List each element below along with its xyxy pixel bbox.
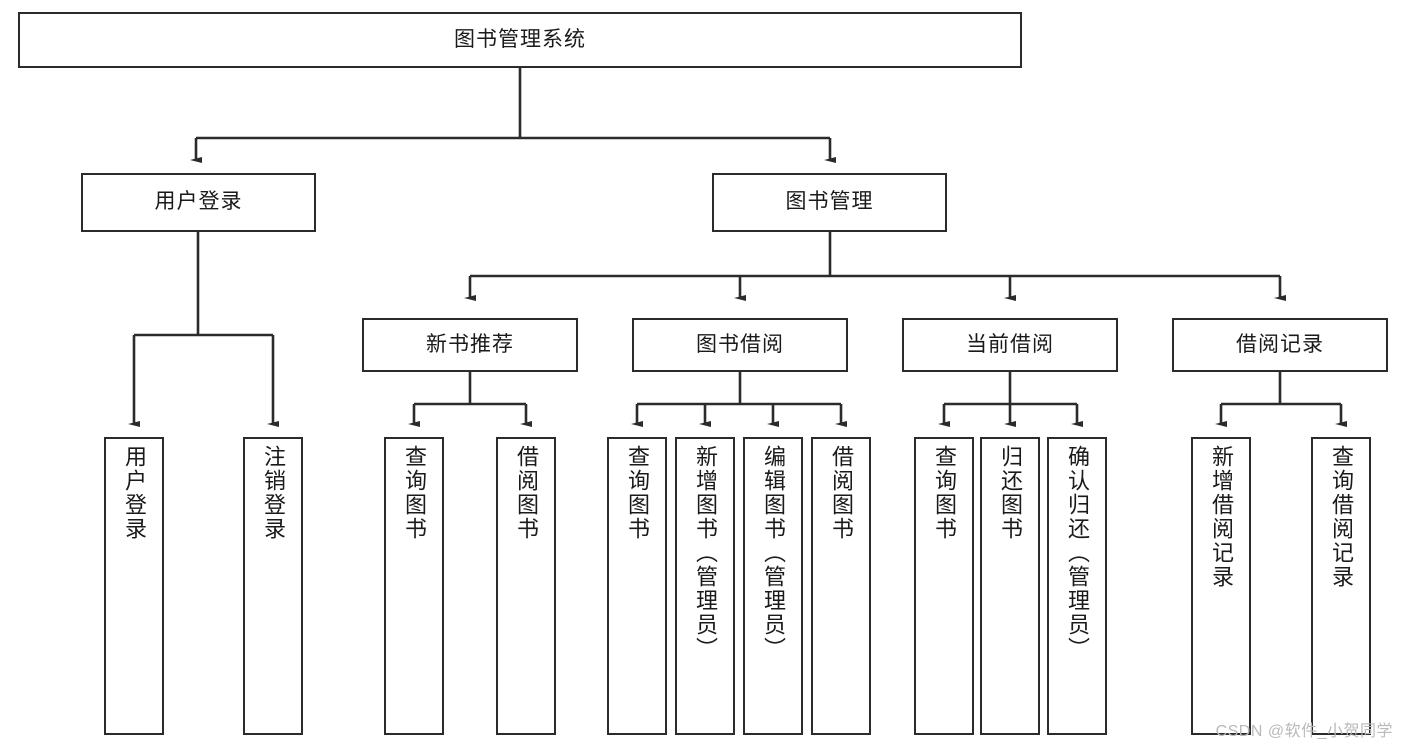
- leaf-user-login-logout-label: 注销登录: [261, 445, 286, 541]
- leaf-borrow-borrow-book[interactable]: 借阅图书: [811, 437, 871, 735]
- leaf-current-return[interactable]: 归还图书: [980, 437, 1040, 735]
- leaf-current-query-label: 查询图书: [932, 445, 957, 541]
- leaf-new-book-borrow-label: 借阅图书: [514, 445, 539, 541]
- leaf-borrow-add-book-label: 新增图书（管理员）: [693, 445, 718, 661]
- leaf-record-add[interactable]: 新增借阅记录: [1191, 437, 1251, 735]
- node-root[interactable]: 图书管理系统: [18, 12, 1022, 68]
- node-root-label: 图书管理系统: [454, 27, 586, 51]
- node-current-borrow[interactable]: 当前借阅: [902, 318, 1118, 372]
- node-book-borrow[interactable]: 图书借阅: [632, 318, 848, 372]
- node-borrow-record-label: 借阅记录: [1236, 332, 1324, 356]
- leaf-borrow-query-label: 查询图书: [625, 445, 650, 541]
- node-current-borrow-label: 当前借阅: [966, 332, 1054, 356]
- leaf-new-book-query[interactable]: 查询图书: [384, 437, 444, 735]
- leaf-current-query[interactable]: 查询图书: [914, 437, 974, 735]
- leaf-current-confirm-return[interactable]: 确认归还（管理员）: [1047, 437, 1107, 735]
- leaf-user-login-logout[interactable]: 注销登录: [243, 437, 303, 735]
- leaf-current-confirm-return-label: 确认归还（管理员）: [1065, 445, 1090, 661]
- node-user-login-label: 用户登录: [154, 190, 243, 214]
- leaf-borrow-add-book[interactable]: 新增图书（管理员）: [675, 437, 735, 735]
- node-borrow-record[interactable]: 借阅记录: [1172, 318, 1388, 372]
- node-book-management[interactable]: 图书管理: [712, 173, 947, 232]
- leaf-borrow-edit-book-label: 编辑图书（管理员）: [761, 445, 786, 661]
- node-new-book-recommend[interactable]: 新书推荐: [362, 318, 578, 372]
- leaf-borrow-edit-book[interactable]: 编辑图书（管理员）: [743, 437, 803, 735]
- leaf-borrow-query[interactable]: 查询图书: [607, 437, 667, 735]
- leaf-user-login-login-label: 用户登录: [122, 445, 147, 541]
- node-user-login[interactable]: 用户登录: [81, 173, 316, 232]
- leaf-current-return-label: 归还图书: [998, 445, 1023, 541]
- leaf-record-query-label: 查询借阅记录: [1329, 445, 1354, 589]
- node-book-management-label: 图书管理: [785, 190, 874, 214]
- leaf-record-query[interactable]: 查询借阅记录: [1311, 437, 1371, 735]
- leaf-user-login-login[interactable]: 用户登录: [104, 437, 164, 735]
- node-book-borrow-label: 图书借阅: [696, 332, 784, 356]
- leaf-new-book-query-label: 查询图书: [402, 445, 427, 541]
- leaf-borrow-borrow-book-label: 借阅图书: [829, 445, 854, 541]
- leaf-record-add-label: 新增借阅记录: [1209, 445, 1234, 589]
- node-new-book-recommend-label: 新书推荐: [426, 332, 514, 356]
- leaf-new-book-borrow[interactable]: 借阅图书: [496, 437, 556, 735]
